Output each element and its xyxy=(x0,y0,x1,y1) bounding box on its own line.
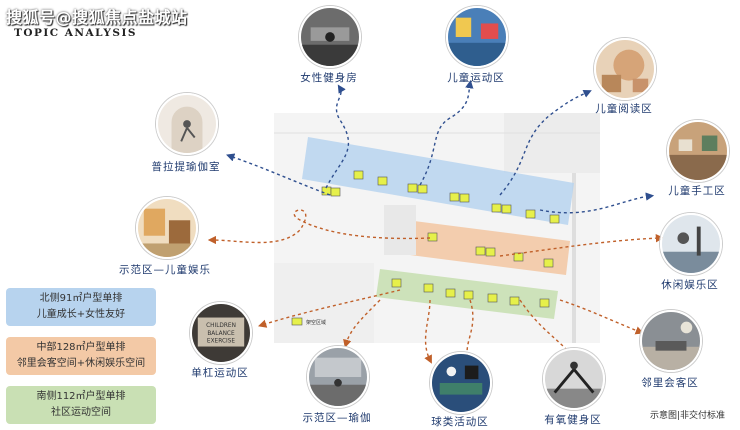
markers-south xyxy=(391,278,550,308)
label-leisure: 休闲娱乐区 xyxy=(661,279,719,291)
label-cardio: 有氧健身区 xyxy=(544,414,602,426)
cardio-photo-icon xyxy=(543,348,605,410)
watermark: 搜狐号@搜狐焦点盐城站 xyxy=(6,8,188,27)
topic-title: TOPIC ANALYSIS xyxy=(14,27,137,39)
label-kids-sports: 儿童运动区 xyxy=(447,72,505,84)
middle-zone-desc: 邻里会客空间+休闲娱乐空间 xyxy=(16,358,146,369)
bar-sports-photo-icon: CHILDREN BALANCE EXERCISE xyxy=(190,302,252,364)
south-zone-box: 南侧112㎡户型单排 社区运动空间 xyxy=(6,386,156,424)
kids-craft-photo-icon xyxy=(667,120,729,182)
north-zone-desc: 儿童成长+女性友好 xyxy=(36,309,126,320)
lounge-photo-icon xyxy=(640,310,702,372)
label-womens-gym: 女性健身房 xyxy=(300,72,358,84)
leisure-photo-icon xyxy=(660,213,722,275)
legend-label: 架空区域 xyxy=(306,320,327,326)
label-demo-yoga: 示范区—瑜伽 xyxy=(302,412,372,424)
kids-sports-photo-icon xyxy=(446,6,508,68)
middle-zone-title: 中部128㎡户型单排 xyxy=(36,342,126,353)
label-bar-sports: 单杠运动区 xyxy=(191,367,249,379)
kids-play-photo-icon xyxy=(136,197,198,259)
south-zone-title: 南侧112㎡户型单排 xyxy=(36,391,126,402)
yoga-photo-icon xyxy=(156,93,218,155)
north-zone-title: 北侧91㎡户型单排 xyxy=(39,293,123,304)
middle-zone-box: 中部128㎡户型单排 邻里会客空间+休闲娱乐空间 xyxy=(6,337,156,375)
svg-text:BALANCE: BALANCE xyxy=(207,331,235,337)
label-kids-play: 示范区—儿童娱乐 xyxy=(119,264,211,276)
svg-text:EXERCISE: EXERCISE xyxy=(207,339,235,345)
gym-photo-icon xyxy=(299,6,361,68)
kids-reading-photo-icon xyxy=(594,38,656,100)
svg-text:CHILDREN: CHILDREN xyxy=(206,323,236,329)
site-plan xyxy=(274,113,600,343)
label-kids-reading: 儿童阅读区 xyxy=(595,103,653,115)
markers-north xyxy=(321,170,560,224)
markers-middle xyxy=(427,232,554,268)
demo-yoga-photo-icon xyxy=(307,346,369,408)
north-zone-box: 北侧91㎡户型单排 儿童成长+女性友好 xyxy=(6,288,156,326)
label-ball-games: 球类活动区 xyxy=(431,416,489,428)
ball-games-photo-icon xyxy=(430,352,492,414)
disclaimer-note: 示意图|非交付标准 xyxy=(650,411,726,421)
label-yoga: 普拉提瑜伽室 xyxy=(151,161,221,173)
label-kids-craft: 儿童手工区 xyxy=(668,185,726,197)
north-zone xyxy=(302,137,574,225)
south-zone-desc: 社区运动空间 xyxy=(51,407,111,418)
label-lounge: 邻里会客区 xyxy=(641,377,699,389)
